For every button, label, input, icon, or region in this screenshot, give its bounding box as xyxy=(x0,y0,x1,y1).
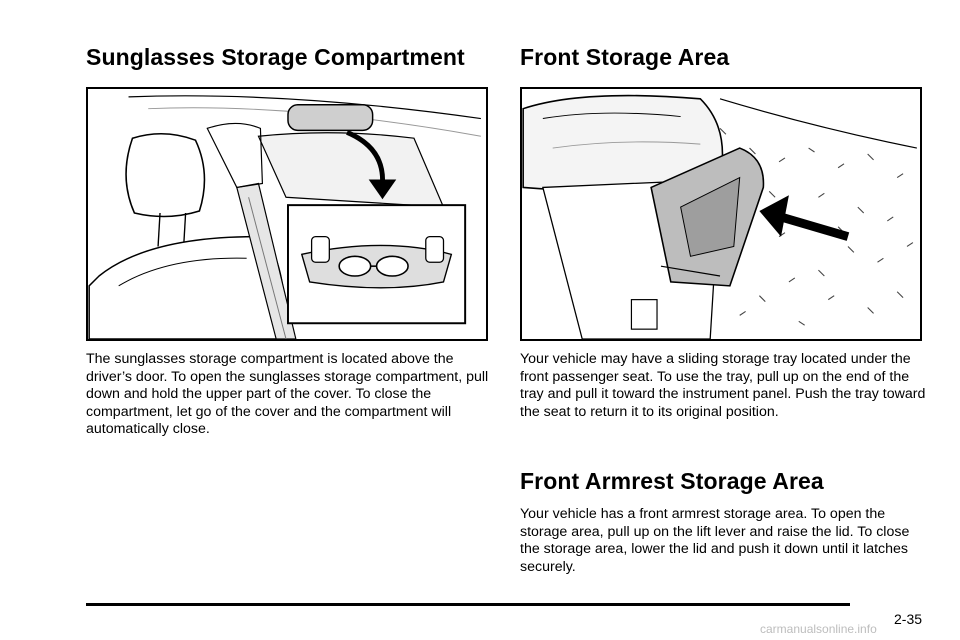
front-storage-heading: Front Storage Area xyxy=(520,44,730,70)
arrow-shape xyxy=(346,130,385,184)
front-storage-drawing xyxy=(522,94,917,339)
armrest-body: Your vehicle has a front armrest storage… xyxy=(520,506,910,575)
sunglasses-illustration xyxy=(86,87,488,341)
footer-rule xyxy=(86,603,850,606)
sunglasses-body: The sunglasses storage compartment is lo… xyxy=(86,351,489,438)
sunglasses-heading: Sunglasses Storage Compartment xyxy=(86,44,465,70)
headrest-shape xyxy=(125,132,206,218)
arrow-shape xyxy=(779,212,850,241)
front-storage-body: Your vehicle may have a sliding storage … xyxy=(520,351,926,420)
armrest-heading: Front Armrest Storage Area xyxy=(520,468,824,494)
front-storage-illustration xyxy=(520,87,922,341)
watermark-text: carmanualsonline.info xyxy=(760,622,877,636)
sunglasses-drawing xyxy=(88,95,481,339)
page-number: 2-35 xyxy=(894,611,923,627)
mirror-shape xyxy=(287,104,374,132)
